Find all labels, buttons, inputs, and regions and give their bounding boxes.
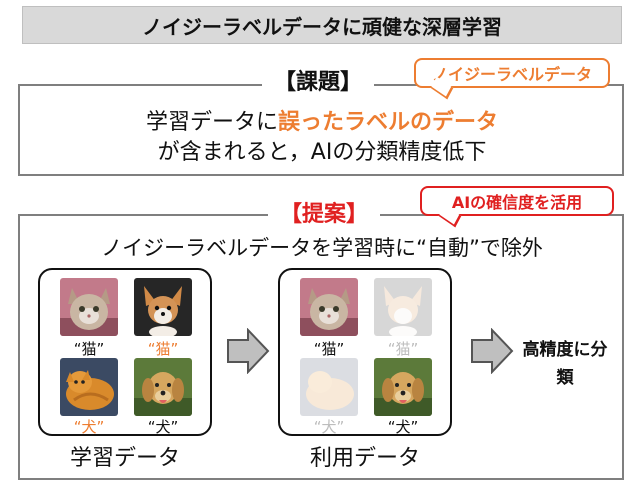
cat-photo-2-excluded [300,358,358,416]
used-data-caption: 利用データ [309,446,420,471]
used-label-4: “犬” [387,418,419,436]
noisy-label-callout: ノイジーラベルデータ [414,58,610,88]
arrow-right-icon [227,328,270,374]
problem-text-prefix: 学習データに [145,110,278,135]
used-data-group: “猫” “猫” “犬” “犬” [278,268,452,436]
cat-photo-2 [60,358,118,416]
problem-text-line1: 学習データに誤ったラベルのデータ [0,104,644,136]
dog-photo-2-kept [374,358,432,416]
problem-heading: 【課題】 [262,64,375,96]
training-label-4: “犬” [147,418,179,436]
proposal-heading: 【提案】 [268,196,381,228]
result-text: 高精度に分類 [522,340,608,388]
training-label-2-wrong: “猫” [147,340,179,358]
confidence-callout: AIの確信度を活用 [420,186,614,216]
training-label-1: “猫” [73,340,105,358]
arrow-right-icon [471,328,514,374]
dog-photo-1-excluded [374,278,432,336]
problem-text-line2: が含まれると，AIの分類精度低下 [157,140,487,165]
training-data-caption: 学習データ [69,446,180,471]
training-data-group: “猫” “猫” “犬” “犬” [38,268,212,436]
problem-text-highlight: 誤ったラベルのデータ [278,110,499,135]
training-label-3-wrong: “犬” [73,418,105,436]
dog-photo-2 [134,358,192,416]
cat-photo-1-kept [300,278,358,336]
page-title: ノイジーラベルデータに頑健な深層学習 [22,6,622,44]
proposal-text: ノイジーラベルデータを学習時に“自動”で除外 [101,236,543,260]
dog-photo-1 [134,278,192,336]
used-label-3-excluded: “犬” [313,418,345,436]
cat-photo-1 [60,278,118,336]
used-label-1: “猫” [313,340,345,358]
used-label-2-excluded: “猫” [387,340,419,358]
